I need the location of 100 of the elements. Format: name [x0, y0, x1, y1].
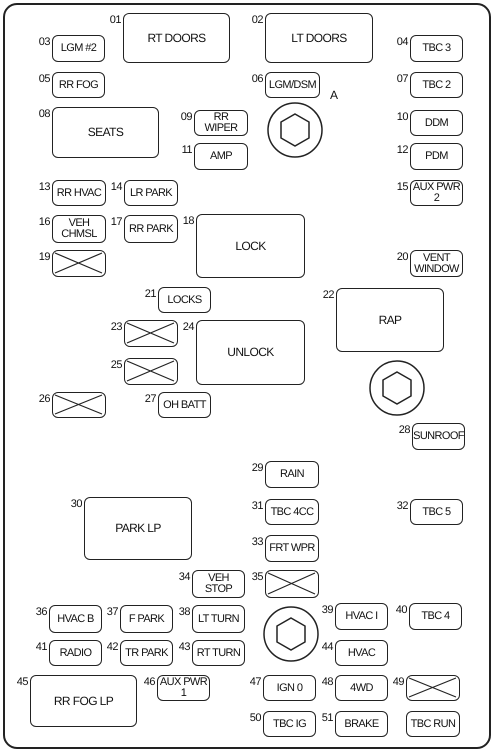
fuse: LGM/DSM — [265, 72, 320, 98]
fuse: LOCK — [196, 214, 305, 278]
fuse-number: 17 — [110, 216, 122, 228]
fuse: PDM — [410, 143, 463, 170]
fuse: VEH STOP — [192, 570, 245, 598]
fuse: RR PARK — [124, 215, 178, 243]
fuse: TR PARK — [120, 640, 173, 666]
connector-label: A — [330, 88, 338, 102]
fuse-number: 22 — [322, 289, 334, 301]
fuse-number: 16 — [38, 216, 50, 228]
fuse: AUX PWR 1 — [157, 675, 210, 701]
fuse-number: 09 — [180, 111, 192, 123]
fuse: RR FOG LP — [30, 675, 137, 727]
fuse: HVAC B — [49, 605, 102, 633]
fuse: LT TURN — [192, 605, 245, 633]
fuse: TBC 3 — [410, 35, 463, 62]
fuse-number: 36 — [36, 606, 47, 618]
fuse-number: 03 — [38, 36, 50, 48]
fuse-number: 25 — [110, 359, 122, 371]
fuse-number: 49 — [392, 676, 404, 688]
fuse-number: 05 — [38, 73, 50, 85]
fuse: PARK LP — [84, 497, 192, 560]
fuse-number: 21 — [144, 288, 156, 300]
fuse-number: 34 — [178, 571, 190, 583]
fuse: RR FOG — [52, 72, 105, 98]
fuse-number: 39 — [322, 604, 333, 616]
fuse-number: 02 — [252, 14, 263, 26]
fuse-number: 43 — [178, 641, 190, 653]
empty-fuse-slot — [265, 570, 319, 598]
fuse: RAP — [336, 288, 444, 352]
fuse-number: 29 — [252, 462, 263, 474]
fuse: LR PARK — [124, 180, 178, 206]
fuse-number: 07 — [396, 73, 408, 85]
fuse: RADIO — [49, 640, 102, 666]
fuse: DDM — [410, 110, 463, 136]
fuse-number: 44 — [322, 641, 333, 653]
fuse-number: 08 — [38, 108, 50, 120]
fuse-number: 42 — [106, 641, 118, 653]
fuse-number: 51 — [322, 712, 333, 724]
fuse: TBC 4CC — [265, 499, 319, 525]
fuse: SEATS — [52, 107, 159, 158]
fuse: 4WD — [335, 675, 388, 701]
fuse-number: 23 — [110, 321, 122, 333]
fuse: AMP — [194, 143, 248, 170]
fuse: RT DOORS — [123, 13, 230, 63]
fuse: SUNROOF — [412, 423, 465, 450]
fuse: RAIN — [265, 461, 319, 488]
fuse-number: 37 — [106, 606, 118, 618]
fuse-number: 33 — [252, 536, 263, 548]
empty-fuse-slot — [406, 675, 460, 701]
fuse-number: 15 — [396, 181, 408, 193]
fuse-number: 27 — [144, 393, 156, 405]
empty-fuse-slot — [124, 320, 178, 347]
fuse-number: 12 — [396, 144, 408, 156]
fuse: BRAKE — [335, 711, 388, 737]
fuse: AUX PWR 2 — [410, 180, 463, 206]
fuse-number: 30 — [70, 498, 82, 510]
fuse-number: 40 — [396, 604, 407, 616]
fuse: HVAC — [335, 640, 388, 666]
fuse-number: 10 — [396, 111, 408, 123]
fuse-number: 13 — [38, 181, 50, 193]
fuse-number: 19 — [38, 251, 50, 263]
fuse-number: 26 — [38, 393, 50, 405]
fuse-number: 31 — [252, 500, 263, 512]
fuse-number: 04 — [396, 36, 408, 48]
fuse-number: 24 — [182, 321, 194, 333]
fuse: OH BATT — [158, 392, 211, 418]
fuse-number: 38 — [178, 606, 190, 618]
fuse-number: 41 — [36, 641, 47, 653]
fuse: TBC IG — [263, 711, 316, 737]
fuse: LT DOORS — [265, 13, 373, 63]
fuse: FRT WPR — [265, 535, 319, 562]
fuse: F PARK — [120, 605, 173, 633]
fuse-number: 46 — [144, 676, 155, 688]
fuse: HVAC I — [335, 603, 388, 630]
fuse: LGM #2 — [52, 35, 105, 62]
fuse-number: 06 — [252, 73, 263, 85]
fuse-number: 18 — [182, 215, 194, 227]
fuse-number: 32 — [396, 500, 408, 512]
fuse-number: 01 — [110, 14, 121, 26]
fuse-number: 48 — [322, 676, 333, 688]
fuse: LOCKS — [158, 287, 211, 313]
fuse-number: 45 — [16, 676, 28, 688]
empty-fuse-slot — [52, 392, 106, 418]
fuse: TBC 2 — [410, 72, 463, 98]
fuse: VENT WINDOW — [410, 250, 463, 277]
fuse-number: 11 — [182, 144, 192, 156]
fuse-number: 20 — [396, 251, 408, 263]
fuse-number: 35 — [252, 571, 263, 583]
fuse-number: 47 — [250, 676, 261, 688]
fuse: TBC 5 — [410, 499, 463, 525]
fuse: RR WIPER — [194, 110, 248, 136]
fuse-number: 50 — [250, 712, 261, 724]
fuse: IGN 0 — [263, 675, 316, 701]
fuse: VEH CHMSL — [52, 215, 106, 243]
fuse: RR HVAC — [52, 180, 106, 206]
fuse: UNLOCK — [196, 320, 305, 385]
fuse: TBC RUN — [406, 711, 460, 737]
fuse: TBC 4 — [409, 603, 462, 630]
fuse-number: 28 — [398, 424, 410, 436]
